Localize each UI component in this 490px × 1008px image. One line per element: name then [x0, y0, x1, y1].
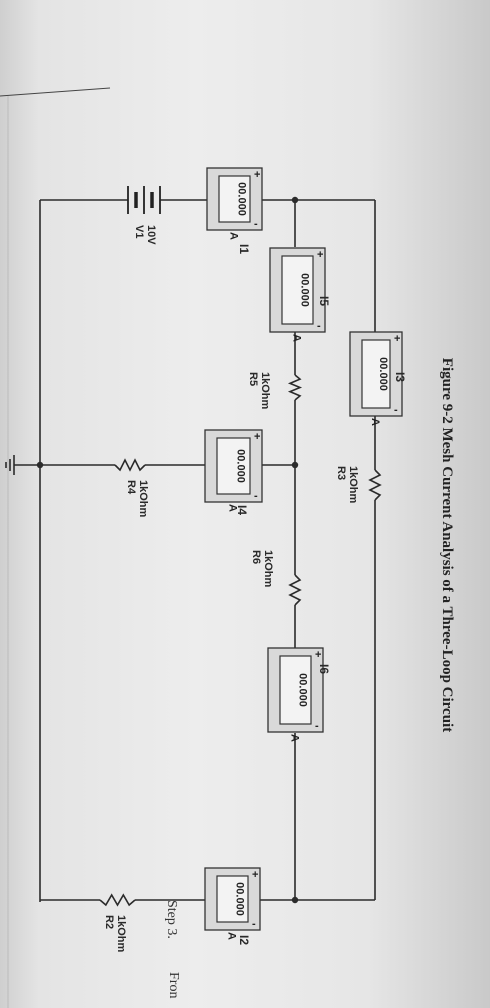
ammeter-display	[281, 255, 314, 325]
current-label: I1	[237, 244, 251, 254]
resistor-value: 1kOhm	[137, 480, 149, 518]
resistor-value: 1kOhm	[262, 550, 274, 588]
resistor-name: R5	[247, 372, 259, 386]
ammeter-unit: A	[289, 734, 301, 742]
ammeter-minus: -	[394, 404, 398, 416]
ammeter-unit: A	[228, 232, 240, 240]
ammeter-minus: -	[254, 490, 258, 502]
ammeter-minus: -	[254, 218, 258, 230]
resistor-value: 1kOhm	[347, 466, 359, 504]
ammeter-i1: 00.000 + - A I1	[206, 167, 263, 254]
ammeter-minus: -	[252, 918, 256, 930]
resistor-zigzag	[287, 374, 303, 401]
ammeter-display	[279, 655, 312, 725]
from-label: Fron	[166, 972, 181, 998]
ammeter-minus: -	[317, 320, 321, 332]
ammeter-unit: A	[369, 418, 381, 426]
ammeter-unit: A	[291, 334, 303, 342]
ammeter-display	[361, 339, 391, 409]
ammeter-i3: 00.000 + - A I3	[349, 331, 407, 426]
junction-dots	[36, 196, 299, 904]
body-text-step: Step 3.	[164, 900, 179, 939]
ammeter-i5: 00.000 + - A I5	[269, 247, 331, 342]
ammeter-plus: +	[394, 333, 400, 345]
ammeter-plus: +	[252, 869, 258, 881]
ground-icon	[5, 455, 15, 475]
resistor-zigzag	[114, 458, 146, 472]
figure-caption: Figure 9-2 Mesh Current Analysis of a Th…	[439, 358, 455, 732]
current-label: I2	[237, 935, 251, 945]
resistor-value: 1kOhm	[115, 915, 127, 953]
ammeters: 00.000 + - A I1 00.000 + - A I5 00.000 + - A I3 00.000 +…	[204, 167, 407, 945]
resistor-name: R6	[250, 550, 262, 564]
circuit-wires	[14, 199, 376, 902]
figure-title: Figure 9-2 Mesh Current Analysis of a Th…	[439, 358, 455, 732]
resistor-zigzag	[368, 469, 382, 501]
ammeter-value: 00.000	[235, 449, 247, 483]
resistor-value: 1kOhm	[259, 372, 271, 410]
body-text-from: Fron	[166, 972, 181, 998]
current-label: I5	[317, 296, 331, 306]
ammeter-minus: -	[315, 720, 319, 732]
ammeter-value: 00.000	[297, 673, 309, 707]
source-name: V1	[133, 225, 145, 238]
ammeter-plus: +	[315, 649, 321, 661]
ammeter-value: 00.000	[234, 882, 246, 916]
resistor-zigzag	[99, 893, 136, 907]
ammeter-unit: A	[227, 504, 239, 512]
ammeter-plus: +	[254, 431, 260, 443]
ammeter-unit: A	[226, 932, 238, 940]
battery-v1: 10V V1	[127, 186, 161, 245]
ammeter-value: 00.000	[377, 357, 389, 391]
step-label: Step 3.	[164, 900, 179, 939]
ammeter-display	[216, 875, 249, 923]
ammeter-value: 00.000	[299, 273, 311, 307]
resistor-zigzag	[288, 574, 302, 606]
ammeter-i4: 00.000 + - AI4	[204, 429, 263, 515]
ammeter-value: 00.000	[236, 182, 248, 216]
current-label: I3	[393, 372, 407, 382]
source-value: 10V	[145, 225, 157, 245]
resistor-name: R2	[103, 915, 115, 929]
current-label: I6	[317, 664, 331, 674]
ammeter-i6: 00.000 + - A I6	[267, 647, 331, 742]
ammeter-plus: +	[317, 249, 323, 261]
ammeter-plus: +	[254, 169, 260, 181]
ammeter-display	[216, 437, 251, 495]
current-label: I4	[235, 505, 249, 515]
resistor-name: R4	[125, 480, 137, 495]
ammeter-display	[218, 175, 251, 223]
page-edge-line	[0, 87, 111, 97]
resistor-name: R3	[335, 466, 347, 480]
